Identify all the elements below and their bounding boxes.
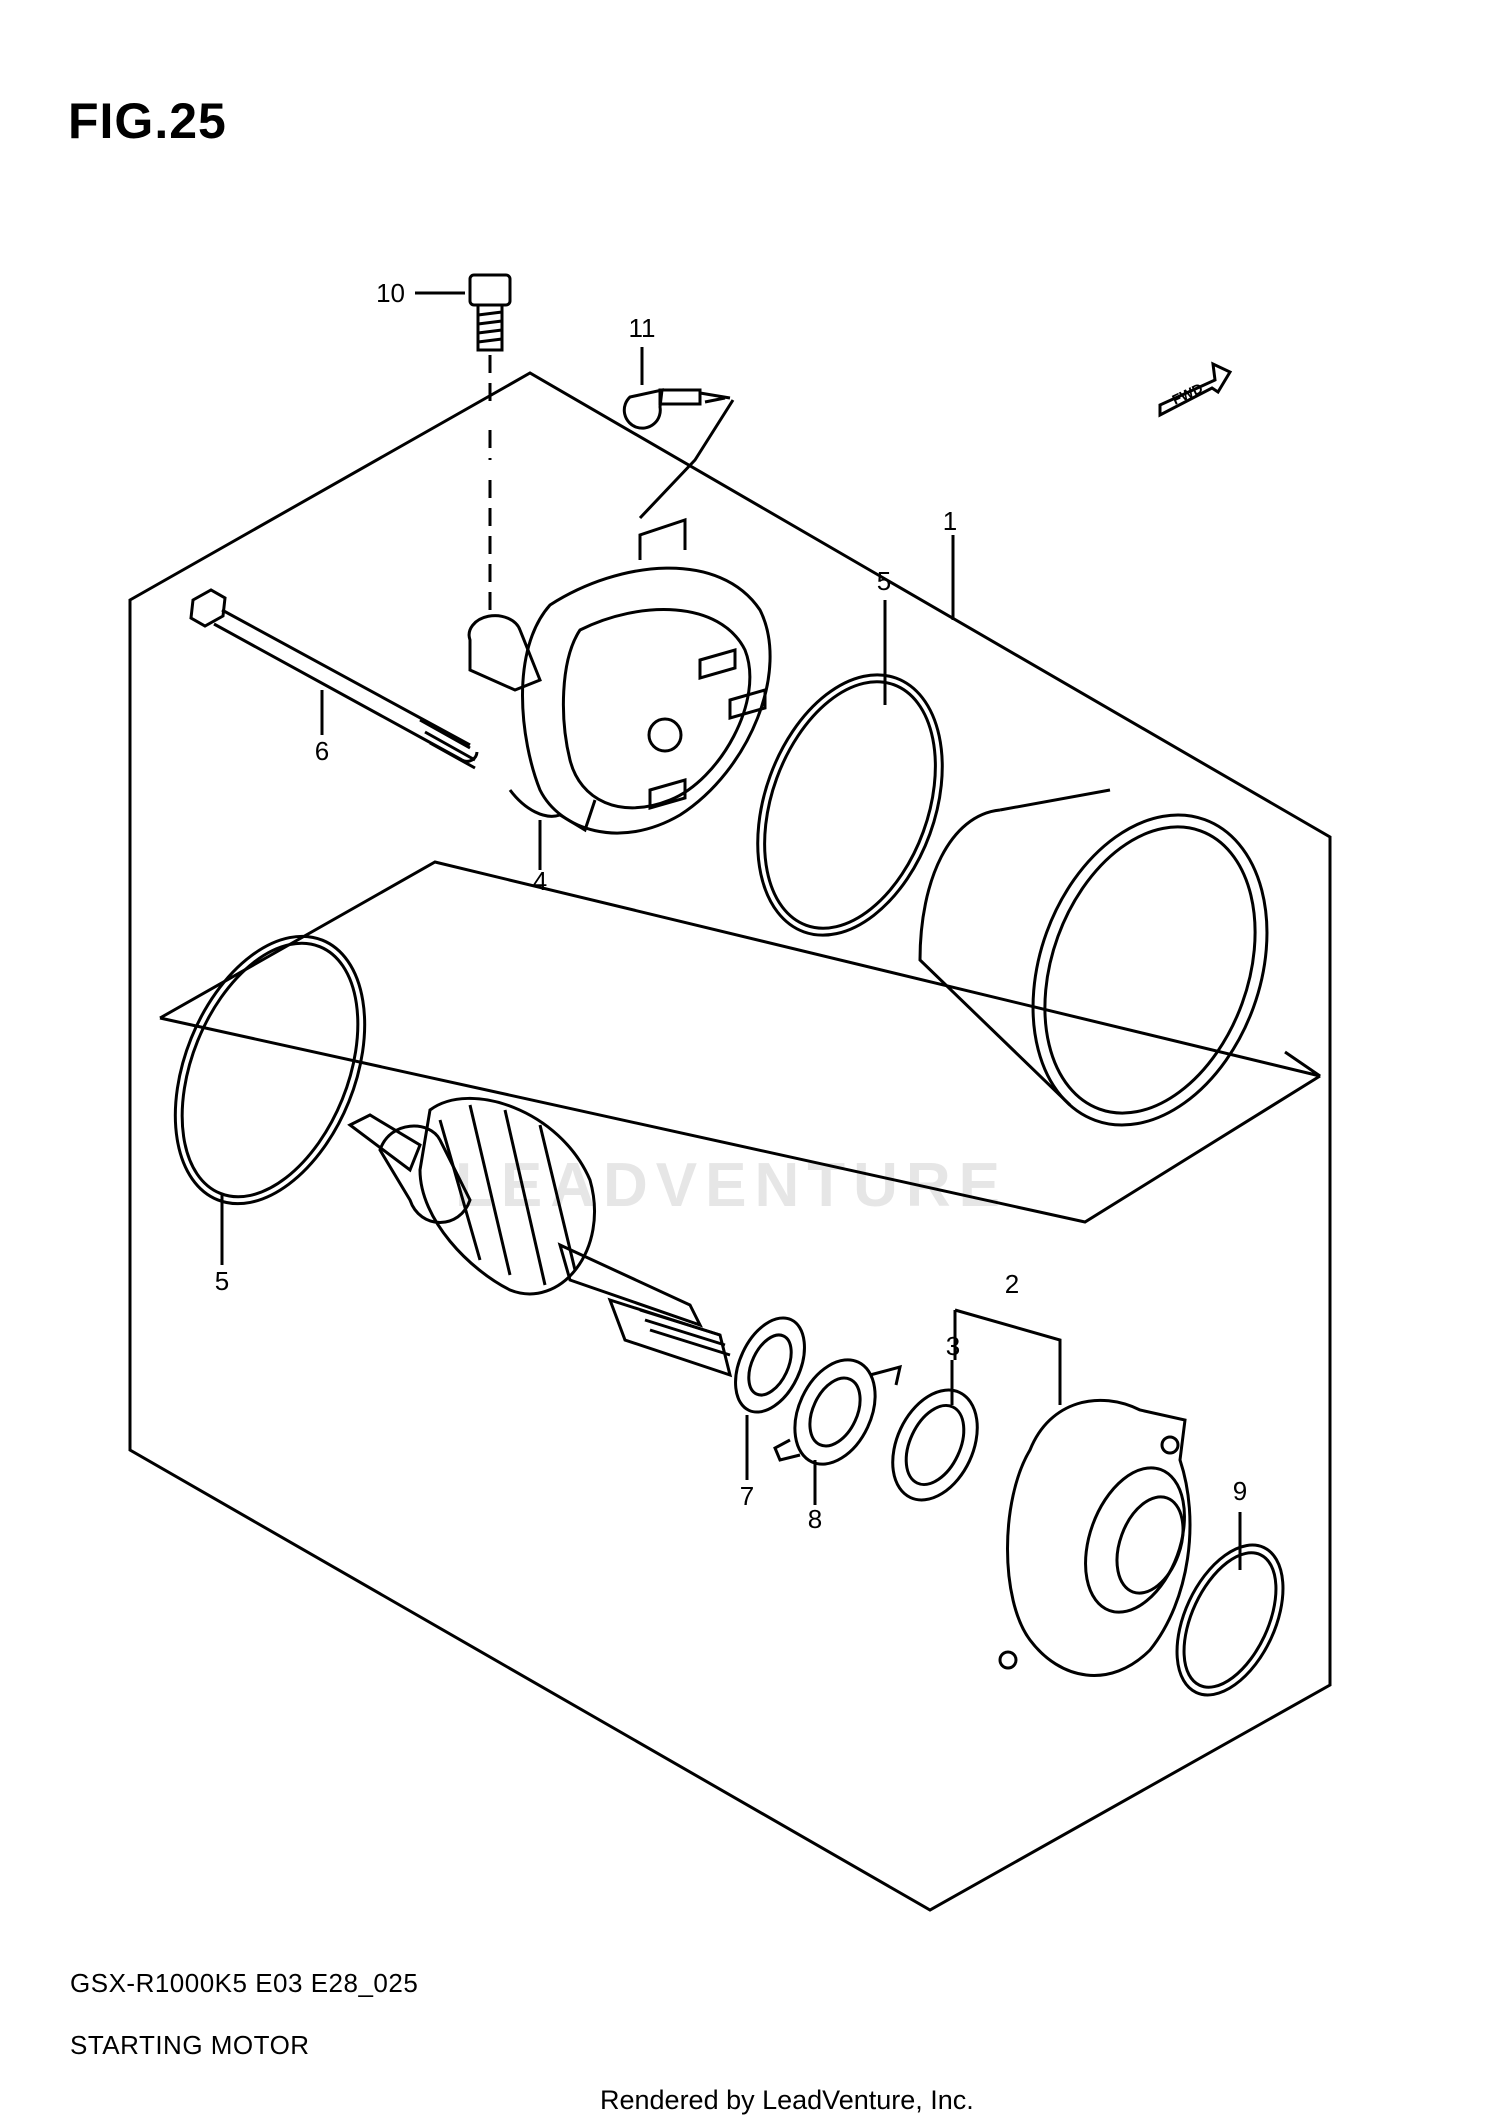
callout-10: 10 <box>376 278 405 308</box>
render-credit: Rendered by LeadVenture, Inc. <box>600 2085 974 2115</box>
yoke-housing <box>918 788 1269 1127</box>
callout-11: 11 <box>629 313 656 343</box>
callout-2: 2 <box>1005 1269 1019 1299</box>
callout-8: 8 <box>808 1504 822 1534</box>
figure-title: FIG.25 <box>68 93 227 149</box>
brush-holder-cap-4 <box>467 517 772 835</box>
housing-end-2 <box>998 1398 1192 1677</box>
section-name: STARTING MOTOR <box>70 2030 310 2060</box>
callout-4: 4 <box>533 866 547 896</box>
watermark-text: LEADVENTURE <box>455 1151 1009 1220</box>
o-ring-5-lower <box>173 934 367 1206</box>
screw-11 <box>622 388 735 520</box>
callout-5-lower: 5 <box>215 1266 229 1296</box>
oil-seal-3 <box>891 1388 979 1502</box>
armature <box>347 1096 733 1378</box>
o-ring-9 <box>1175 1543 1285 1697</box>
lock-washer-8 <box>773 1358 903 1466</box>
callout-6: 6 <box>315 736 329 766</box>
washer-7 <box>734 1316 806 1414</box>
fwd-label: FWD <box>1170 380 1206 408</box>
callout-5-upper: 5 <box>877 566 891 596</box>
fwd-arrow-icon <box>1158 361 1233 418</box>
leader-2 <box>953 1308 1062 1405</box>
callout-7: 7 <box>740 1481 754 1511</box>
callout-1: 1 <box>943 506 957 536</box>
callout-3: 3 <box>946 1331 960 1361</box>
long-bolt-6 <box>189 588 479 770</box>
divider-panel <box>159 860 1321 1224</box>
bolt-10 <box>468 273 512 620</box>
o-ring-5-upper <box>756 673 944 937</box>
callout-9: 9 <box>1233 1476 1247 1506</box>
model-code: GSX-R1000K5 E03 E28_025 <box>70 1968 419 1998</box>
assembly-outline-box <box>128 371 1332 1912</box>
